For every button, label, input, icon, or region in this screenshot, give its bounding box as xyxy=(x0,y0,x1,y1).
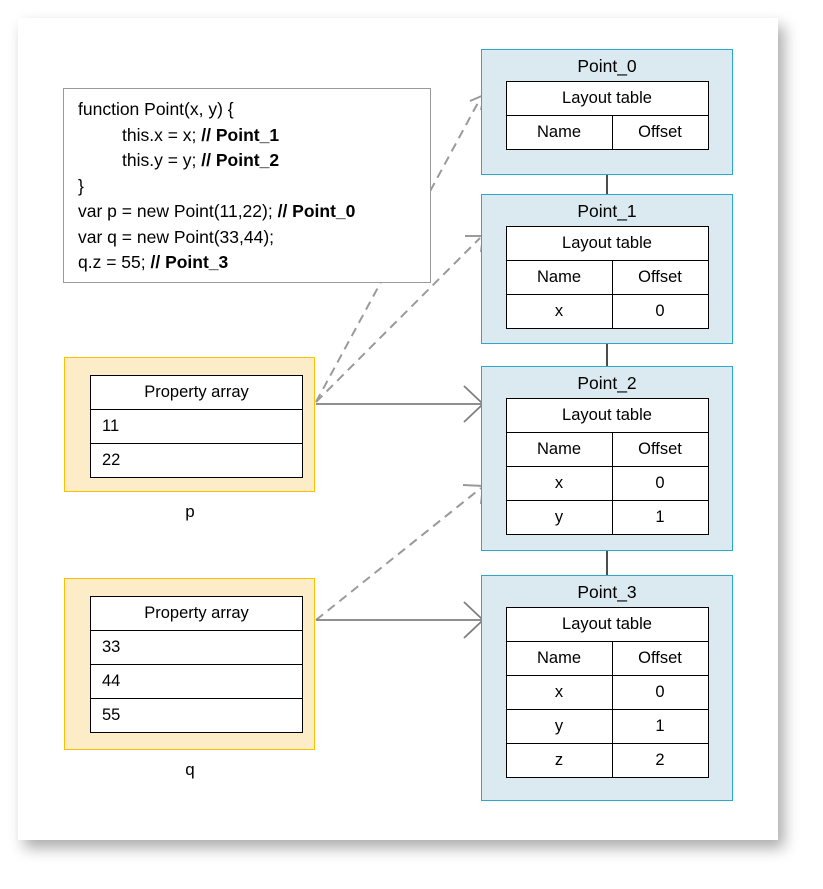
code-block: function Point(x, y) { this.x = x; // Po… xyxy=(63,88,431,283)
layout-table-header-row: Name Offset xyxy=(505,115,709,150)
object-title-point-1: Point_1 xyxy=(577,201,637,221)
property-array-header-row: Property array xyxy=(90,375,303,410)
object-title-point-3: Point_3 xyxy=(577,582,637,602)
property-array-table-q: Property array 33 44 55 xyxy=(90,596,303,733)
layout-cell-offset: 1 xyxy=(611,500,709,535)
layout-table-row: x 0 xyxy=(505,294,709,329)
code-comment-6: // Point_3 xyxy=(150,252,229,272)
object-box-point-0: Point_0 Layout table Name Offset xyxy=(481,49,733,175)
layout-table-row: y 1 xyxy=(505,709,709,744)
layout-cell-offset: 0 xyxy=(611,675,709,710)
property-array-value: 33 xyxy=(90,630,303,665)
layout-header-offset: Offset xyxy=(611,115,709,150)
code-text-6: q.z = 55; xyxy=(78,252,151,272)
layout-cell-offset: 1 xyxy=(611,709,709,744)
property-array-header-row: Property array xyxy=(90,596,303,631)
layout-table-row: z 2 xyxy=(505,743,709,778)
variable-label-q: q xyxy=(185,760,195,779)
layout-table-caption: Layout table xyxy=(505,226,709,261)
object-box-point-2: Point_2 Layout table Name Offset x 0 y 1 xyxy=(481,366,733,551)
layout-header-offset: Offset xyxy=(611,260,709,295)
code-comment-1: // Point_1 xyxy=(201,124,280,145)
property-array-row: 22 xyxy=(90,443,303,478)
code-text-3: } xyxy=(78,175,84,196)
code-line-2: this.y = y; // Point_2 xyxy=(78,148,420,174)
layout-cell-offset: 0 xyxy=(611,294,709,329)
property-array-value: 22 xyxy=(90,443,303,478)
layout-table-caption-row: Layout table xyxy=(505,398,709,433)
layout-table-point-1: Layout table Name Offset x 0 xyxy=(505,226,709,329)
layout-table-header-row: Name Offset xyxy=(505,432,709,467)
code-line-6: q.z = 55; // Point_3 xyxy=(78,250,420,276)
code-line-1: this.x = x; // Point_1 xyxy=(78,123,420,149)
code-text-5: var q = new Point(33,44); xyxy=(78,226,275,247)
object-title-point-0: Point_0 xyxy=(577,56,637,76)
code-text-2: this.y = y; xyxy=(122,150,202,170)
layout-cell-name: z xyxy=(505,743,613,778)
layout-table-point-2: Layout table Name Offset x 0 y 1 xyxy=(505,398,709,535)
code-line-5: var q = new Point(33,44); xyxy=(78,225,420,251)
layout-table-point-0: Layout table Name Offset xyxy=(505,81,709,150)
layout-cell-name: x xyxy=(505,294,613,329)
code-comment-2: // Point_2 xyxy=(201,150,280,170)
property-array-value: 44 xyxy=(90,664,303,699)
layout-table-caption: Layout table xyxy=(505,398,709,433)
code-line-3: } xyxy=(78,174,420,200)
layout-header-name: Name xyxy=(505,641,613,676)
layout-header-name: Name xyxy=(505,115,613,150)
object-box-point-1: Point_1 Layout table Name Offset x 0 xyxy=(481,194,733,344)
code-line-4: var p = new Point(11,22); // Point_0 xyxy=(78,199,420,225)
property-array-box-q: Property array 33 44 55 xyxy=(64,578,315,750)
layout-table-header-row: Name Offset xyxy=(505,260,709,295)
property-array-table-p: Property array 11 22 xyxy=(90,375,303,478)
layout-cell-name: y xyxy=(505,500,613,535)
property-array-row: 33 xyxy=(90,630,303,665)
layout-table-caption-row: Layout table xyxy=(505,81,709,116)
layout-table-row: y 1 xyxy=(505,500,709,535)
layout-table-row: x 0 xyxy=(505,466,709,501)
property-array-row: 11 xyxy=(90,409,303,444)
property-array-header: Property array xyxy=(90,596,303,631)
property-array-header: Property array xyxy=(90,375,303,410)
layout-table-caption: Layout table xyxy=(505,81,709,116)
object-title-point-2: Point_2 xyxy=(577,373,637,393)
layout-table-caption-row: Layout table xyxy=(505,607,709,642)
layout-header-name: Name xyxy=(505,260,613,295)
property-array-row: 55 xyxy=(90,698,303,733)
layout-table-row: x 0 xyxy=(505,675,709,710)
layout-cell-name: x xyxy=(505,675,613,710)
layout-table-point-3: Layout table Name Offset x 0 y 1 z 2 xyxy=(505,607,709,778)
property-array-row: 44 xyxy=(90,664,303,699)
layout-table-header-row: Name Offset xyxy=(505,641,709,676)
layout-cell-offset: 2 xyxy=(611,743,709,778)
layout-table-caption-row: Layout table xyxy=(505,226,709,261)
layout-header-name: Name xyxy=(505,432,613,467)
variable-label-p: p xyxy=(185,502,195,521)
layout-header-offset: Offset xyxy=(611,432,709,467)
property-array-value: 55 xyxy=(90,698,303,733)
object-box-point-3: Point_3 Layout table Name Offset x 0 y 1… xyxy=(481,575,733,801)
layout-table-caption: Layout table xyxy=(505,607,709,642)
code-comment-4: // Point_0 xyxy=(277,201,356,221)
layout-cell-name: x xyxy=(505,466,613,501)
property-array-box-p: Property array 11 22 xyxy=(64,357,315,492)
layout-cell-name: y xyxy=(505,709,613,744)
code-text-4: var p = new Point(11,22); xyxy=(78,201,278,221)
layout-cell-offset: 0 xyxy=(611,466,709,501)
code-text-1: this.x = x; xyxy=(122,124,202,145)
code-line-0: function Point(x, y) { xyxy=(78,97,420,123)
code-text-0: function Point(x, y) { xyxy=(78,99,234,119)
layout-header-offset: Offset xyxy=(611,641,709,676)
property-array-value: 11 xyxy=(90,409,303,444)
